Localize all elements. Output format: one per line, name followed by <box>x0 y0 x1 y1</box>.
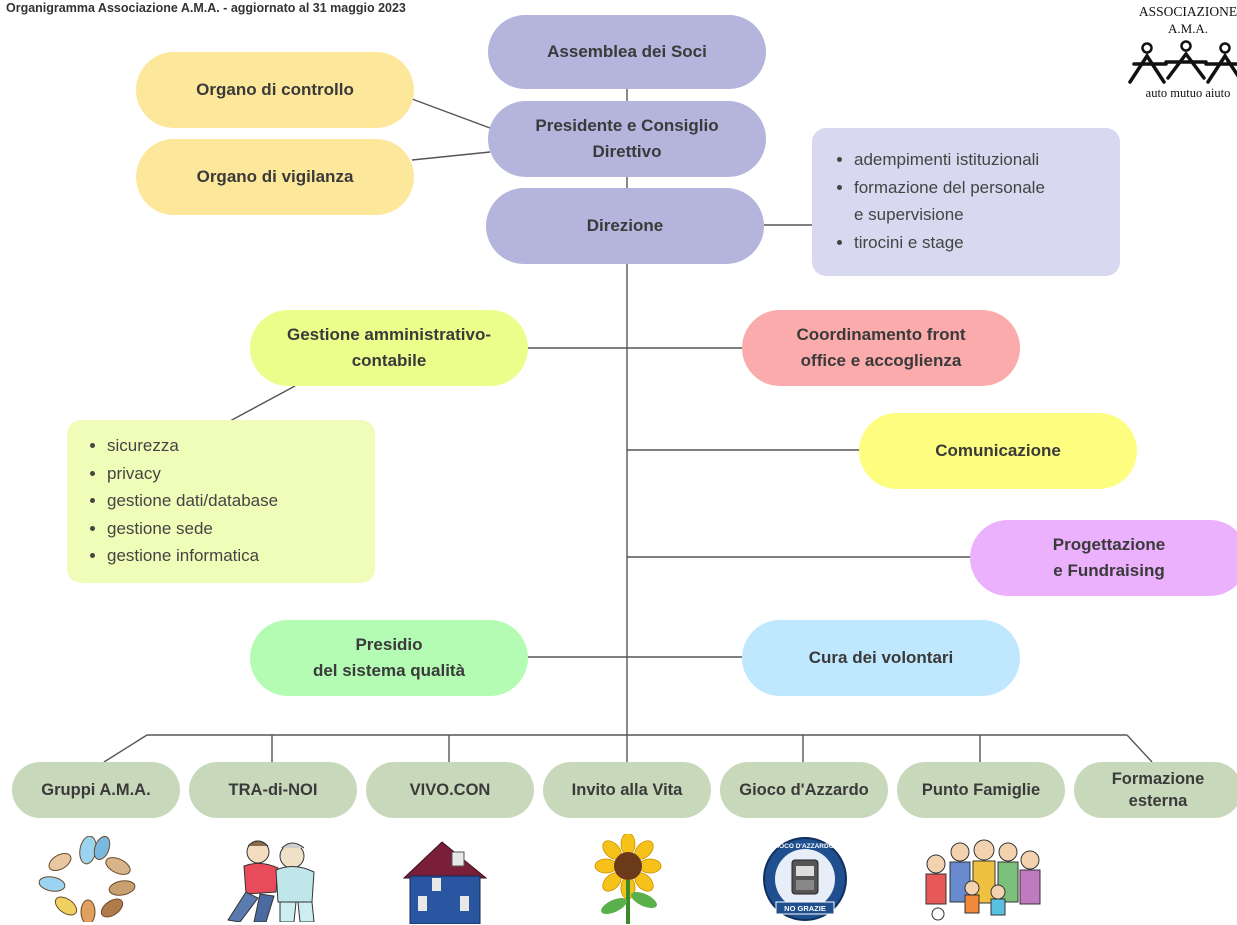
list-item: formazione del personale e supervisione <box>854 174 1120 229</box>
slot-machine-badge-icon: GIOCO D'AZZARDO? NO GRAZIE <box>763 837 847 921</box>
node-organo-vigilanza: Organo di vigilanza <box>136 139 414 215</box>
node-coordinamento-front-office: Coordinamento front office e accoglienza <box>742 310 1020 386</box>
list-item: sicurezza <box>107 432 375 460</box>
node-organo-controllo: Organo di controllo <box>136 52 414 128</box>
direzione-tasks-card: adempimenti istituzionali formazione del… <box>812 128 1120 276</box>
project-punto-famiglie: Punto Famiglie <box>897 762 1065 818</box>
project-gioco-azzardo: Gioco d'Azzardo <box>720 762 888 818</box>
node-cura-volontari: Cura dei volontari <box>742 620 1020 696</box>
list-item: privacy <box>107 460 375 488</box>
node-direzione: Direzione <box>486 188 764 264</box>
list-item: gestione dati/database <box>107 487 375 515</box>
node-progettazione-fundraising: Progettazione e Fundraising <box>970 520 1237 596</box>
sunflower-icon <box>594 834 662 924</box>
logo-line-1: ASSOCIAZIONE <box>1138 4 1237 19</box>
badge-top-text: GIOCO D'AZZARDO? <box>772 843 837 850</box>
list-item: tirocini e stage <box>854 229 1120 257</box>
list-item: gestione sede <box>107 515 375 543</box>
project-invito-alla-vita: Invito alla Vita <box>543 762 711 818</box>
family-group-icon <box>925 839 1041 921</box>
ama-logo: ASSOCIAZIONE A.M.A. auto mutuo aiuto <box>1118 4 1237 104</box>
direzione-tasks-list: adempimenti istituzionali formazione del… <box>812 146 1120 256</box>
node-gestione-amministrativo-contabile: Gestione amministrativo- contabile <box>250 310 528 386</box>
project-formazione-esterna: Formazione esterna <box>1074 762 1237 818</box>
logo-figures-icon <box>1128 40 1237 84</box>
node-comunicazione: Comunicazione <box>859 413 1137 489</box>
two-people-hugging-icon <box>227 840 315 922</box>
node-presidente-consiglio: Presidente e Consiglio Direttivo <box>488 101 766 177</box>
gestione-tasks-list: sicurezza privacy gestione dati/database… <box>67 432 375 570</box>
badge-bottom-text: NO GRAZIE <box>784 904 826 913</box>
house-icon <box>402 841 488 924</box>
node-assemblea-soci: Assemblea dei Soci <box>488 15 766 89</box>
list-item: adempimenti istituzionali <box>854 146 1120 174</box>
logo-line-3: auto mutuo aiuto <box>1145 86 1231 100</box>
project-tra-di-noi: TRA-di-NOI <box>189 762 357 818</box>
shoes-circle-icon <box>38 836 136 922</box>
logo-line-2: A.M.A. <box>1167 21 1209 36</box>
project-gruppi-ama: Gruppi A.M.A. <box>12 762 180 818</box>
gestione-tasks-card: sicurezza privacy gestione dati/database… <box>67 420 375 583</box>
chart-title: Organigramma Associazione A.M.A. - aggio… <box>6 1 406 15</box>
project-vivo-con: VIVO.CON <box>366 762 534 818</box>
node-presidio-qualita: Presidio del sistema qualità <box>250 620 528 696</box>
list-item: gestione informatica <box>107 542 375 570</box>
